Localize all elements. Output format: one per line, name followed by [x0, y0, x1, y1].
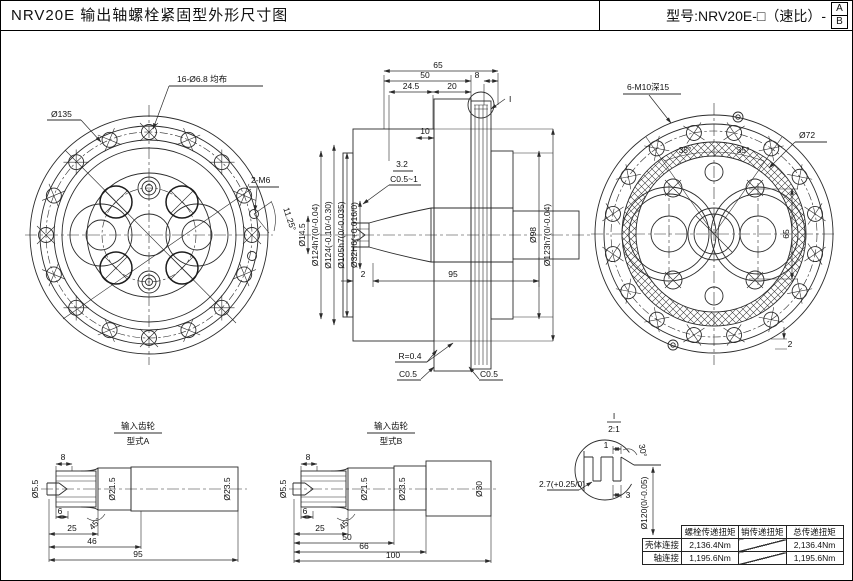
rear-angle-left: 35°: [679, 145, 692, 155]
gear-a-type: 型式A: [127, 436, 150, 446]
detail-i: I 2:1 1 30° 2.7(+0.25/0) 3 Ø120(0/-0.05): [539, 411, 661, 536]
torque-row-shaft: 轴连接 1,195.6Nm 1,195.6Nm: [641, 551, 844, 565]
total-torque-value: 1,195.6Nm: [785, 551, 844, 565]
rear-dim-65: 65: [781, 229, 791, 239]
gear-b-dim-8: 8: [306, 452, 311, 462]
dim-dia32h6: Ø32H6(+0.016/0): [349, 202, 359, 268]
note-c05-1: C0.5~1: [390, 174, 418, 184]
rear-angle-right: 35°: [737, 145, 750, 155]
variant-a: A: [832, 3, 847, 16]
gear-a-dia55: Ø5.5: [30, 480, 40, 499]
dim-50: 50: [420, 70, 430, 80]
model-block: 型号:NRV20E-□（速比）- A B: [599, 1, 852, 30]
dim-8: 8: [475, 70, 480, 80]
gear-b-dia235: Ø23.5: [397, 477, 407, 500]
input-gear-a: 输入齿轮 型式A 8 Ø5.5 Ø21.5 Ø23.5 6 45° 25: [30, 421, 247, 562]
detail-ref-label: I: [509, 94, 511, 104]
gear-b-dia30: Ø30: [474, 481, 484, 497]
gear-b-dim-66: 66: [359, 541, 369, 551]
gear-b-dim-6: 6: [303, 506, 308, 516]
detail-dim-1: 1: [604, 440, 609, 450]
detail-dim-27: 2.7(+0.25/0): [539, 479, 585, 489]
total-torque-value: 2,136.4Nm: [785, 538, 844, 552]
gear-b-title: 输入齿轮: [374, 421, 409, 431]
detail-dia120: Ø120(0/-0.05): [639, 476, 649, 529]
dim-dia124h7: Ø124h7(0/-0.04): [310, 204, 320, 267]
gear-b-dim-50: 50: [342, 532, 352, 542]
gear-b-type: 型式B: [380, 436, 403, 446]
gear-b-dia215: Ø21.5: [359, 477, 369, 500]
dim-24-5: 24.5: [403, 81, 420, 91]
dim-10: 10: [420, 126, 430, 136]
rear-view: 35° 35° 6-M10深15 Ø72 65 2: [591, 82, 837, 365]
dim-20: 20: [447, 81, 457, 91]
dim-95: 95: [448, 269, 458, 279]
detail-angle-30: 30°: [637, 443, 649, 457]
rear-taps-label: 6-M10深15: [627, 82, 669, 92]
dim-dia98: Ø98: [528, 227, 538, 243]
drawing-title: NRV20E 输出轴螺栓紧固型外形尺寸图: [11, 7, 289, 24]
gear-b-dim-100: 100: [386, 550, 400, 560]
dim-dia123h7: Ø123h7(0/-0.04): [542, 204, 552, 267]
dim-dia105h7: Ø105h7(0/-0.035): [336, 201, 346, 268]
row-label: 壳体连接: [641, 538, 683, 552]
gear-b-dia55: Ø5.5: [278, 480, 288, 499]
gear-b-angle: 45°: [337, 516, 353, 532]
detail-ref: I: [613, 411, 615, 421]
front-m6-label: 2-M6: [251, 175, 271, 185]
rear-dia72-label: Ø72: [799, 130, 815, 140]
bolt-torque-value: 2,136.4Nm: [681, 538, 740, 552]
title-bar: NRV20E 输出轴螺栓紧固型外形尺寸图 型号:NRV20E-□（速比）- A …: [1, 1, 852, 31]
bolt-torque-value: 1,195.6Nm: [681, 551, 740, 565]
torque-header-total: 总传递扭矩: [785, 525, 844, 539]
model-label: 型号:NRV20E-□（速比）-: [666, 7, 826, 24]
gear-a-dim-25: 25: [67, 523, 77, 533]
input-gear-b: 输入齿轮 型式B 8 Ø5.5 Ø21.5 Ø23.5 Ø30 6 45°: [278, 421, 499, 563]
row-label: 轴连接: [641, 551, 683, 565]
detail-dim-3: 3: [626, 490, 631, 500]
rear-dim-2: 2: [788, 339, 793, 349]
variant-b: B: [836, 16, 843, 27]
gear-a-dia235: Ø23.5: [222, 477, 232, 500]
pin-torque-na: [738, 551, 787, 565]
gear-a-dim-46: 46: [87, 536, 97, 546]
torque-header-pin: 销传递扭矩: [738, 525, 787, 539]
torque-row-housing: 壳体连接 2,136.4Nm 2,136.4Nm: [641, 538, 844, 552]
torque-table: 螺栓传递扭矩 销传递扭矩 总传递扭矩 壳体连接 2,136.4Nm 2,136.…: [641, 525, 844, 565]
note-c05-right: C0.5: [480, 369, 498, 379]
dim-65: 65: [433, 60, 443, 70]
front-holes-label: 16-Ø6.8 均布: [177, 74, 227, 84]
note-c05-left: C0.5: [399, 369, 417, 379]
gear-a-dim-95: 95: [133, 549, 143, 559]
gear-a-title: 输入齿轮: [121, 421, 156, 431]
torque-header-blank: [642, 525, 683, 539]
pin-torque-na: [738, 538, 787, 552]
note-3-2: 3.2: [396, 159, 408, 169]
torque-header-bolt: 螺栓传递扭矩: [681, 525, 740, 539]
gear-a-dia215: Ø21.5: [107, 477, 117, 500]
section-view: 65 50 8 24.5 20 10 3.2 C0.5~1 I 95: [297, 60, 593, 381]
gear-a-dim-6: 6: [58, 506, 63, 516]
dim-dia124: Ø124(-0.10/-0.30): [323, 201, 333, 269]
variant-box: A B: [831, 2, 848, 29]
front-view: Ø135 16-Ø6.8 均布 2-M6 11.25°: [25, 74, 298, 365]
gear-a-dim-8: 8: [61, 452, 66, 462]
dim-dia14-5: Ø14.5: [297, 223, 307, 246]
gear-b-dim-25: 25: [315, 523, 325, 533]
gear-a-angle: 45°: [87, 516, 103, 532]
detail-scale: 2:1: [608, 424, 620, 434]
dim-2: 2: [361, 269, 366, 279]
torque-header-row: 螺栓传递扭矩 销传递扭矩 总传递扭矩: [642, 525, 844, 539]
front-angle-label: 11.25°: [281, 206, 298, 232]
front-dia135-label: Ø135: [51, 109, 72, 119]
note-r04: R=0.4: [399, 351, 422, 361]
